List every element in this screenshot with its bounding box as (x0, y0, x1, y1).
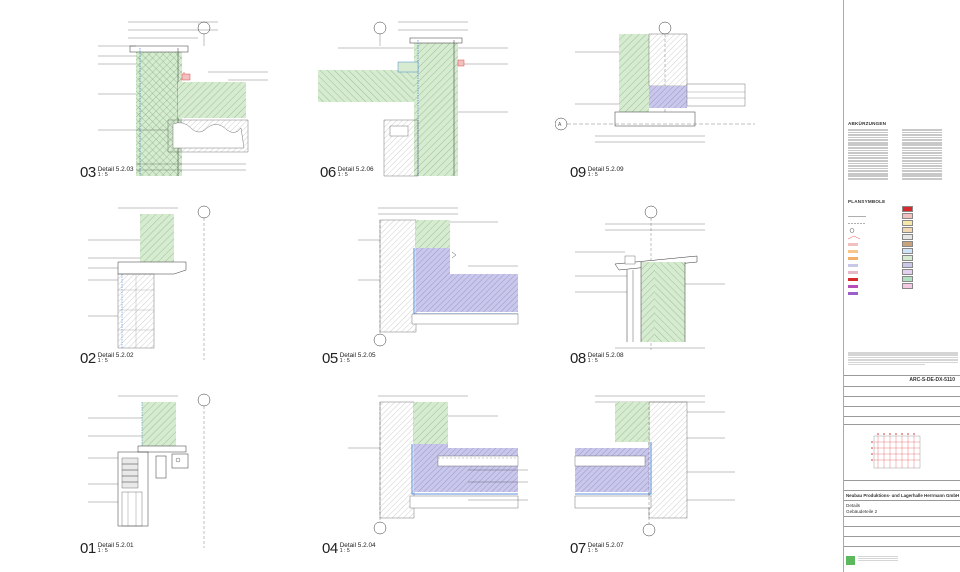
detail-scale: 1 : 5 (97, 172, 108, 179)
detail-number: 08 (570, 350, 586, 367)
detail-09: A (555, 12, 800, 182)
detail-06-drawing (318, 21, 508, 177)
plan-symbols-title: PLANSYMBOLE (848, 199, 886, 204)
project-name: Neubau Produktions- und Lagerhalle Herrm… (846, 493, 960, 498)
detail-number: 01 (80, 540, 96, 557)
detail-number: 06 (320, 164, 336, 181)
detail-03-drawing (98, 21, 268, 176)
detail-03-marker: I (198, 23, 199, 26)
office-address (858, 556, 898, 562)
abbreviations-list (848, 129, 888, 181)
detail-title: Detail 5.2.05 (339, 352, 376, 360)
detail-number: 02 (80, 350, 96, 367)
detail-03: I (78, 12, 323, 182)
detail-01-drawing (88, 393, 211, 548)
detail-title: Detail 5.2.07 (587, 542, 624, 550)
detail-title: Detail 5.2.06 (337, 166, 374, 174)
legend-panel: ABKÜRZUNGEN PLANSYMBOLE (843, 0, 960, 572)
detail-scale: 1 : 5 (587, 358, 598, 365)
sheet-code: ARC-S-DE-DX-5110 (909, 377, 955, 383)
detail-scale: 1 : 5 (97, 548, 108, 555)
abbreviations-list-2 (902, 129, 942, 181)
detail-07-drawing (574, 395, 735, 537)
plan-type: Details (846, 503, 861, 508)
detail-number: 07 (570, 540, 586, 557)
general-notes (848, 352, 958, 366)
detail-04-drawing (348, 395, 528, 535)
detail-scale: 1 : 5 (339, 548, 350, 555)
detail-09-marker-a: A (558, 122, 562, 128)
detail-02-drawing (88, 205, 211, 360)
detail-number: 04 (322, 540, 338, 557)
detail-07 (555, 388, 800, 558)
detail-08 (555, 200, 800, 370)
detail-scale: 1 : 5 (339, 358, 350, 365)
detail-number: 09 (570, 164, 586, 181)
detail-09-drawing (555, 21, 755, 143)
detail-number: 05 (322, 350, 338, 367)
detail-scale: 1 : 5 (587, 172, 598, 179)
plan-symbols-list (844, 206, 960, 300)
detail-04 (318, 388, 563, 558)
detail-05 (318, 200, 563, 370)
detail-title: Detail 5.2.01 (97, 542, 134, 550)
detail-08-drawing (575, 205, 725, 350)
detail-scale: 1 : 5 (587, 548, 598, 555)
office-logo (846, 556, 855, 565)
key-plan (864, 430, 944, 476)
plan-name: Gebäudeteile 2 (846, 509, 878, 514)
detail-scale: 1 : 5 (97, 358, 108, 365)
detail-01 (78, 388, 323, 558)
detail-05-drawing (358, 207, 519, 347)
detail-scale: 1 : 5 (337, 172, 348, 179)
detail-02 (78, 200, 323, 370)
detail-06 (318, 12, 563, 182)
detail-title: Detail 5.2.08 (587, 352, 624, 360)
detail-title: Detail 5.2.04 (339, 542, 376, 550)
detail-number: 03 (80, 164, 96, 181)
abbreviations-title: ABKÜRZUNGEN (848, 121, 887, 126)
detail-title: Detail 5.2.02 (97, 352, 134, 360)
detail-title: Detail 5.2.03 (97, 166, 134, 174)
detail-title: Detail 5.2.09 (587, 166, 624, 174)
